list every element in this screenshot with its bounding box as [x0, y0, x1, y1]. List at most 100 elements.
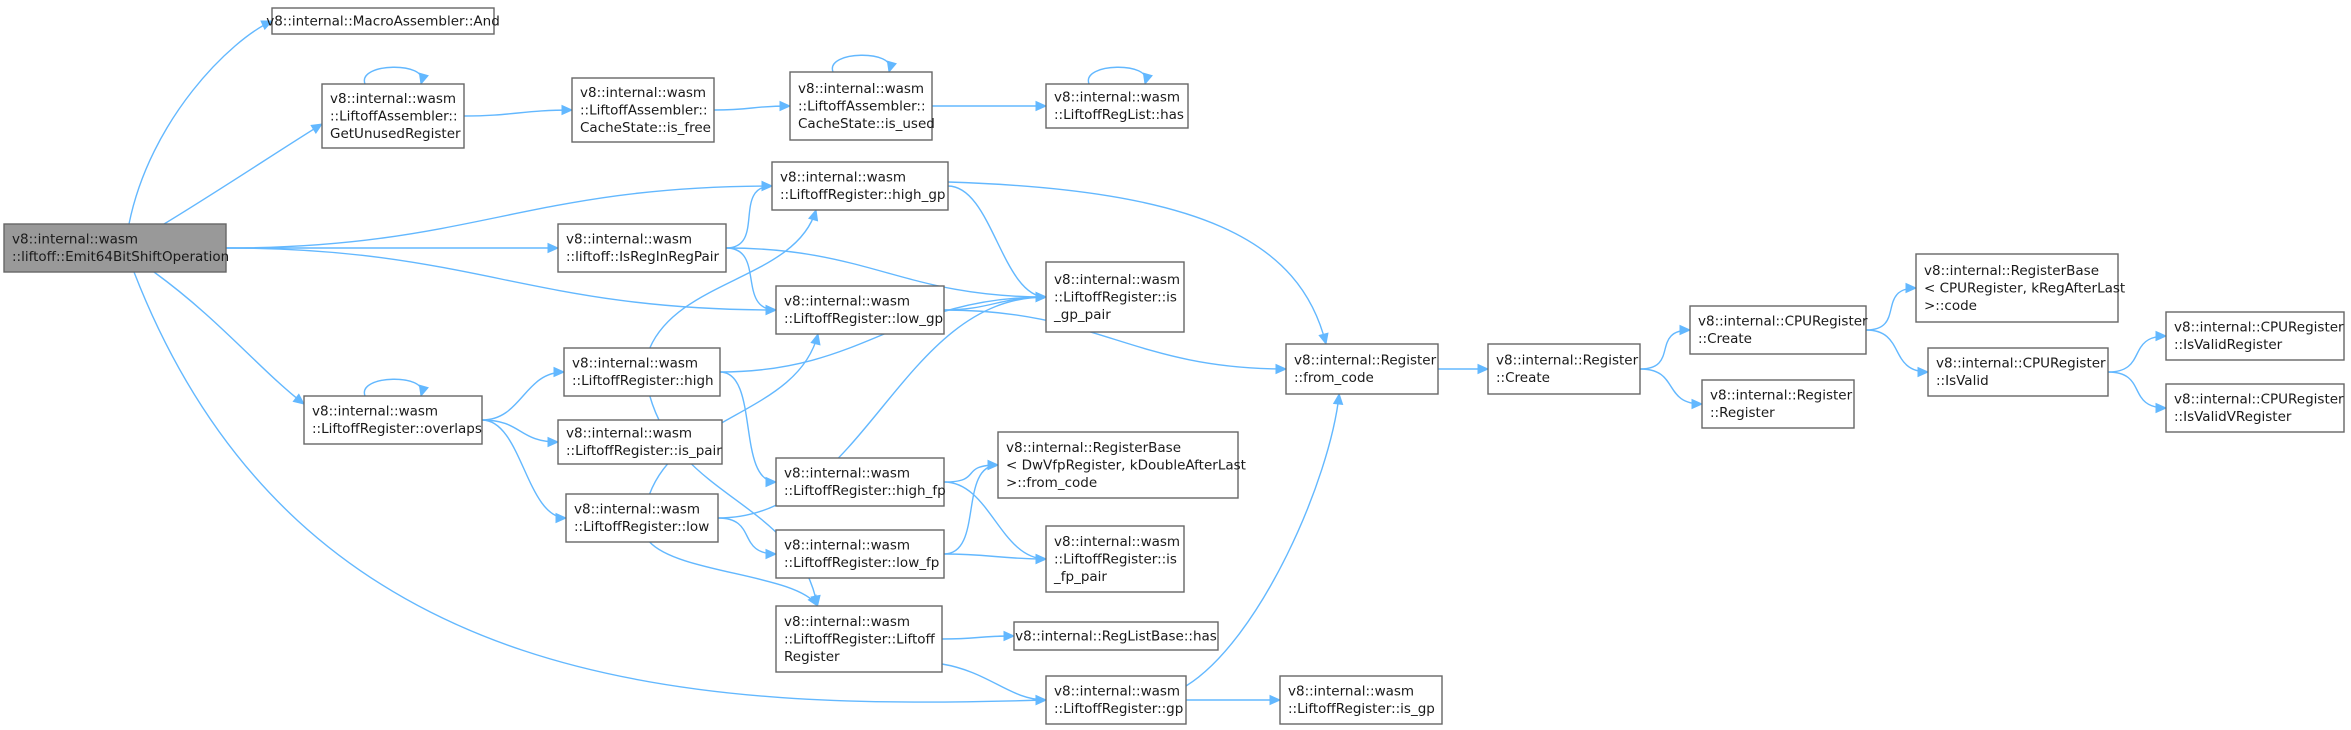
- edge-cpuCreate-to-cpuIsValid: [1865, 329, 1930, 378]
- node-cpuCreate[interactable]: v8::internal::CPURegister::Create: [1689, 305, 1868, 355]
- edge-regListHas-to-regListHas: [1087, 66, 1153, 86]
- edge-emit64-to-getUnused: [163, 123, 324, 225]
- edge-lowFp-to-isFpPair: [943, 553, 1048, 565]
- node-label-line: ::LiftoffRegister::overlaps: [312, 421, 482, 437]
- edge-low-to-liftoffCtor: [649, 541, 819, 608]
- node-cpuIsValid[interactable]: v8::internal::CPURegister::IsValid: [1927, 347, 2109, 397]
- edge-cpuCreate-to-rbCode: [1865, 282, 1918, 331]
- node-label-line: ::IsValidVRegister: [2174, 409, 2292, 425]
- node-label-line: v8::internal::CPURegister: [1936, 356, 2106, 372]
- node-regCreate[interactable]: v8::internal::Register::Create: [1487, 343, 1641, 395]
- node-label-line: v8::internal::wasm: [12, 232, 138, 248]
- node-label-line: GetUnusedRegister: [330, 126, 461, 142]
- edges-layer: [128, 20, 2168, 706]
- node-label-line: ::IsValidRegister: [2174, 337, 2283, 353]
- node-label-line: v8::internal::wasm: [566, 426, 692, 442]
- node-label-line: v8::internal::RegisterBase: [1924, 263, 2099, 279]
- node-label-line: ::LiftoffRegister::is_pair: [566, 443, 722, 459]
- edge-low-to-lowFp: [717, 517, 778, 560]
- node-isGpPair[interactable]: v8::internal::wasm::LiftoffRegister::is_…: [1045, 261, 1185, 333]
- node-emit64[interactable]: v8::internal::wasm::liftoff::Emit64BitSh…: [3, 223, 229, 273]
- node-label-line: ::Create: [1698, 331, 1752, 347]
- node-label-line: v8::internal::wasm: [784, 466, 910, 482]
- node-isFpPair[interactable]: v8::internal::wasm::LiftoffRegister::is_…: [1045, 525, 1185, 593]
- node-label-line: ::LiftoffRegister::low: [574, 519, 709, 535]
- node-rbFromCode[interactable]: v8::internal::RegisterBase< DwVfpRegiste…: [997, 431, 1246, 499]
- node-label-line: ::LiftoffAssembler::: [580, 102, 708, 118]
- node-label-line: _fp_pair: [1053, 569, 1107, 585]
- node-highGp[interactable]: v8::internal::wasm::LiftoffRegister::hig…: [771, 161, 949, 211]
- node-label-line: ::LiftoffRegList::has: [1054, 107, 1184, 123]
- node-label-line: v8::internal::wasm: [784, 538, 910, 554]
- node-label-line: v8::internal::wasm: [1054, 534, 1180, 550]
- node-label-line: v8::internal::Register: [1496, 353, 1639, 369]
- node-label-line: v8::internal::CPURegister: [2174, 392, 2344, 408]
- node-overlaps[interactable]: v8::internal::wasm::LiftoffRegister::ove…: [303, 395, 483, 445]
- node-label-line: ::IsValid: [1936, 373, 1989, 389]
- edge-liftoffCtor-to-regListBaseHas: [941, 630, 1016, 642]
- node-lowFp[interactable]: v8::internal::wasm::LiftoffRegister::low…: [775, 529, 945, 579]
- edge-cpuIsValid-to-cpuIsValidReg: [2107, 330, 2168, 373]
- edge-gp-to-regFromCode: [1185, 392, 1344, 687]
- node-label-line: ::Create: [1496, 370, 1550, 386]
- node-label-line: v8::internal::wasm: [566, 232, 692, 248]
- node-label-line: _gp_pair: [1053, 307, 1111, 323]
- node-label-line: v8::internal::CPURegister: [1698, 314, 1868, 330]
- node-low[interactable]: v8::internal::wasm::LiftoffRegister::low: [565, 493, 719, 543]
- edge-overlaps-to-high: [481, 366, 566, 421]
- node-label-line: ::LiftoffRegister::high_fp: [784, 483, 946, 499]
- node-regListHas[interactable]: v8::internal::wasm::LiftoffRegList::has: [1045, 83, 1189, 129]
- node-label-line: ::LiftoffAssembler::: [330, 108, 458, 124]
- edge-emit64-to-masmAnd: [128, 20, 274, 225]
- node-label-line: ::liftoff::IsRegInRegPair: [566, 249, 719, 265]
- node-label-line: v8::internal::CPURegister: [2174, 320, 2344, 336]
- node-label-line: v8::internal::MacroAssembler::And: [266, 13, 500, 29]
- node-isPair[interactable]: v8::internal::wasm::LiftoffRegister::is_…: [557, 419, 723, 465]
- nodes-layer: v8::internal::wasm::liftoff::Emit64BitSh…: [3, 7, 2345, 725]
- edge-emit64-to-isRegInRegPair: [226, 242, 560, 254]
- edge-low-to-lowGp: [648, 332, 821, 495]
- node-lowGp[interactable]: v8::internal::wasm::LiftoffRegister::low…: [775, 285, 945, 335]
- node-getUnused[interactable]: v8::internal::wasm::LiftoffAssembler::Ge…: [321, 83, 465, 149]
- node-label-line: v8::internal::wasm: [780, 170, 906, 186]
- edge-regCreate-to-regCtor: [1639, 368, 1704, 410]
- edge-isUsed-to-isUsed: [831, 54, 897, 74]
- node-isUsed[interactable]: v8::internal::wasm::LiftoffAssembler::Ca…: [789, 71, 935, 141]
- node-label-line: < DwVfpRegister, kDoubleAfterLast: [1006, 457, 1246, 473]
- edge-high-to-highFp: [719, 371, 778, 488]
- node-gp[interactable]: v8::internal::wasm::LiftoffRegister::gp: [1045, 675, 1187, 725]
- edge-regFromCode-to-regCreate: [1438, 363, 1490, 375]
- node-cpuIsValidV[interactable]: v8::internal::CPURegister::IsValidVRegis…: [2165, 383, 2345, 433]
- edge-high-to-highGp: [649, 208, 819, 349]
- node-isFree[interactable]: v8::internal::wasm::LiftoffAssembler::Ca…: [571, 77, 715, 143]
- node-rbCode[interactable]: v8::internal::RegisterBase< CPURegister,…: [1915, 253, 2125, 323]
- edge-emit64-to-overlaps: [153, 271, 305, 405]
- node-regListBaseHas[interactable]: v8::internal::RegListBase::has: [1013, 621, 1219, 651]
- node-isRegInRegPair[interactable]: v8::internal::wasm::liftoff::IsRegInRegP…: [557, 223, 727, 273]
- edge-lowFp-to-rbFromCode: [943, 459, 1000, 555]
- node-masmAnd[interactable]: v8::internal::MacroAssembler::And: [266, 7, 500, 35]
- node-regCtor[interactable]: v8::internal::Register::Register: [1701, 379, 1855, 429]
- node-cpuIsValidReg[interactable]: v8::internal::CPURegister::IsValidRegist…: [2165, 311, 2345, 361]
- edge-overlaps-to-isPair: [481, 419, 560, 448]
- node-label-line: < CPURegister, kRegAfterLast: [1924, 280, 2125, 296]
- node-label-line: ::LiftoffRegister::is: [1054, 551, 1177, 567]
- edge-getUnused-to-getUnused: [363, 66, 429, 86]
- node-liftoffCtor[interactable]: v8::internal::wasm::LiftoffRegister::Lif…: [775, 605, 943, 673]
- edge-low-to-isGpPair: [717, 291, 1048, 519]
- node-label-line: ::LiftoffRegister::low_fp: [784, 555, 939, 571]
- node-isGp[interactable]: v8::internal::wasm::LiftoffRegister::is_…: [1279, 675, 1443, 725]
- node-label-line: v8::internal::RegisterBase: [1006, 440, 1181, 456]
- node-label-line: ::LiftoffRegister::high: [572, 373, 714, 389]
- edge-isRegInRegPair-to-highGp: [725, 180, 774, 249]
- node-regFromCode[interactable]: v8::internal::Register::from_code: [1285, 343, 1439, 395]
- node-label-line: v8::internal::Register: [1710, 388, 1853, 404]
- node-label-line: ::from_code: [1294, 370, 1374, 386]
- node-label-line: v8::internal::Register: [1294, 353, 1437, 369]
- node-high[interactable]: v8::internal::wasm::LiftoffRegister::hig…: [563, 347, 721, 397]
- node-label-line: ::LiftoffRegister::gp: [1054, 701, 1183, 717]
- node-label-line: v8::internal::wasm: [1054, 90, 1180, 106]
- node-label-line: CacheState::is_free: [580, 120, 711, 136]
- node-highFp[interactable]: v8::internal::wasm::LiftoffRegister::hig…: [775, 457, 946, 507]
- edge-regCreate-to-cpuCreate: [1639, 324, 1692, 370]
